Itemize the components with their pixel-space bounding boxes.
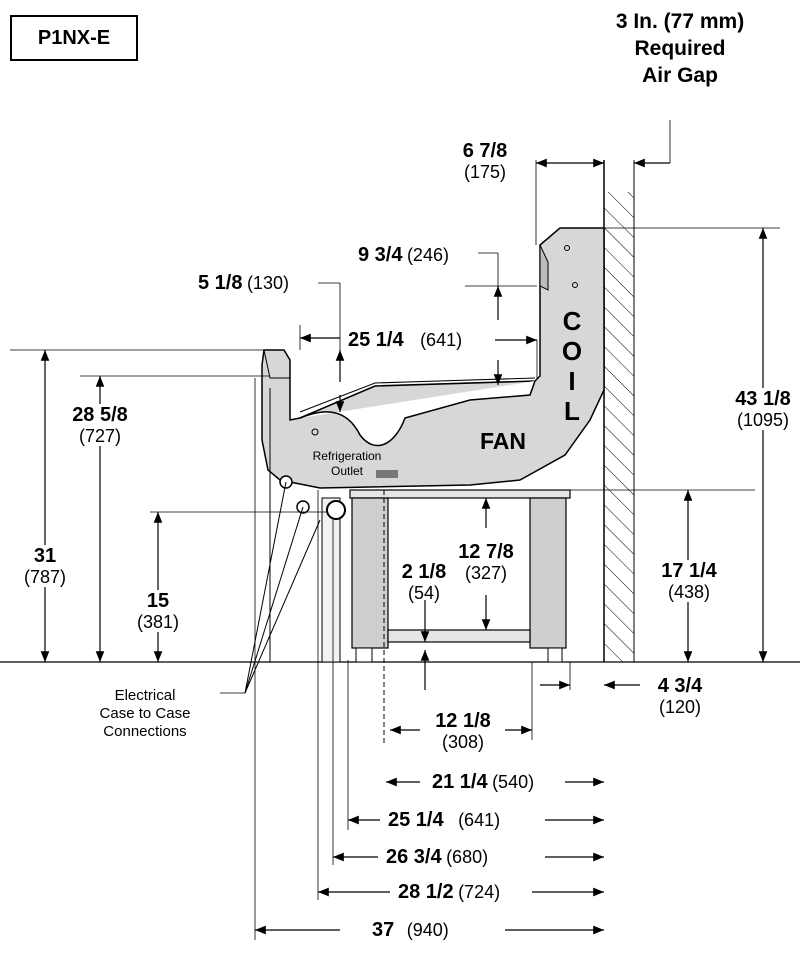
dim-2-1-8: 2 1/8 (54) bbox=[392, 561, 456, 603]
fan-label: FAN bbox=[480, 428, 526, 454]
dim-inches: 25 1/4 bbox=[388, 809, 444, 831]
dim-inches: 12 7/8 bbox=[458, 541, 514, 563]
dim-9-3-4: 9 3/4 (246) bbox=[358, 244, 449, 266]
case-body bbox=[261, 227, 605, 662]
dim-inches: 17 1/4 bbox=[661, 560, 717, 582]
dim-25-1-4-bottom: 25 1/4 (641) bbox=[388, 809, 500, 831]
dim-mm: (175) bbox=[463, 162, 507, 182]
dim-inches: 4 3/4 bbox=[657, 675, 703, 697]
dim-mm: (381) bbox=[136, 612, 180, 632]
coil-letter: O bbox=[561, 336, 583, 366]
dim-mm: (438) bbox=[667, 582, 711, 602]
dim-4-3-4: 4 3/4 (120) bbox=[640, 675, 720, 717]
air-gap-note: 3 In. (77 mm) Required Air Gap bbox=[575, 8, 785, 89]
dim-inches: 5 1/8 bbox=[198, 272, 243, 294]
coil-letter: I bbox=[568, 366, 576, 396]
dim-mm: (641) bbox=[420, 330, 463, 350]
dim-inches: 6 7/8 bbox=[462, 140, 508, 162]
dim-mm: (540) bbox=[492, 772, 535, 792]
dim-12-7-8: 12 7/8 (327) bbox=[446, 541, 526, 583]
coil-label: C O I L bbox=[557, 306, 587, 426]
dim-28-1-2: 28 1/2 (724) bbox=[398, 881, 500, 903]
dim-31: 31 (787) bbox=[5, 545, 85, 587]
model-label: P1NX-E bbox=[10, 15, 138, 61]
note-line: Case to Case bbox=[99, 705, 191, 722]
dim-inches: 28 1/2 bbox=[398, 881, 454, 903]
refrigeration-outlet-label: Refrigeration Outlet bbox=[300, 449, 394, 479]
dim-inches: 43 1/8 bbox=[735, 388, 791, 410]
dim-21-1-4: 21 1/4 (540) bbox=[432, 771, 534, 793]
wall bbox=[603, 160, 635, 662]
air-gap-line3: Air Gap bbox=[642, 64, 718, 87]
air-gap-line1: 3 In. (77 mm) bbox=[615, 10, 745, 33]
dim-mm: (130) bbox=[246, 273, 289, 293]
dim-17-1-4: 17 1/4 (438) bbox=[644, 560, 734, 602]
dim-43-1-8: 43 1/8 (1095) bbox=[718, 388, 800, 430]
dim-28-5-8: 28 5/8 (727) bbox=[55, 404, 145, 446]
dim-inches: 21 1/4 bbox=[432, 771, 488, 793]
dim-mm: (680) bbox=[446, 847, 489, 867]
dim-inches: 28 5/8 bbox=[72, 404, 128, 426]
electrical-leaders bbox=[244, 481, 321, 694]
dim-inches: 2 1/8 bbox=[401, 561, 447, 583]
note-line: Connections bbox=[103, 723, 187, 740]
dim-inches: 37 bbox=[372, 919, 395, 941]
dim-mm: (724) bbox=[458, 882, 501, 902]
dim-mm: (54) bbox=[407, 583, 440, 603]
dim-inches: 31 bbox=[33, 545, 57, 567]
refrigeration-outlet-line2: Outlet bbox=[330, 464, 363, 478]
dim-26-3-4: 26 3/4 (680) bbox=[386, 846, 488, 868]
dim-37: 37 (940) bbox=[372, 919, 449, 941]
air-gap-line2: Required bbox=[634, 37, 726, 60]
dim-mm: (246) bbox=[406, 245, 449, 265]
extension-lines bbox=[10, 120, 780, 940]
note-line: Electrical bbox=[114, 687, 176, 704]
dim-inches: 26 3/4 bbox=[386, 846, 442, 868]
dim-inches: 9 3/4 bbox=[358, 244, 403, 266]
dim-6-7-8: 6 7/8 (175) bbox=[440, 140, 530, 182]
dim-mm: (1095) bbox=[736, 410, 790, 430]
coil-letter: L bbox=[564, 396, 580, 426]
dim-mm: (308) bbox=[441, 732, 485, 752]
dim-mm: (727) bbox=[78, 426, 122, 446]
electrical-connections-note: Electrical Case to Case Connections bbox=[70, 687, 220, 741]
coil-letter: C bbox=[562, 306, 582, 336]
dim-25-1-4-top: 25 1/4 (641) bbox=[348, 329, 462, 351]
dim-inches: 15 bbox=[146, 590, 170, 612]
refrigeration-outlet-line1: Refrigeration bbox=[312, 449, 382, 463]
dim-inches: 12 1/8 bbox=[435, 710, 491, 732]
dim-5-1-8: 5 1/8 (130) bbox=[198, 272, 289, 294]
dim-mm: (641) bbox=[458, 810, 501, 830]
dim-mm: (940) bbox=[406, 920, 449, 940]
dim-12-1-8: 12 1/8 (308) bbox=[420, 710, 506, 752]
dim-15: 15 (381) bbox=[120, 590, 196, 632]
dim-mm: (120) bbox=[658, 697, 702, 717]
dim-mm: (787) bbox=[23, 567, 67, 587]
dim-inches: 25 1/4 bbox=[348, 329, 404, 351]
dim-mm: (327) bbox=[464, 563, 508, 583]
